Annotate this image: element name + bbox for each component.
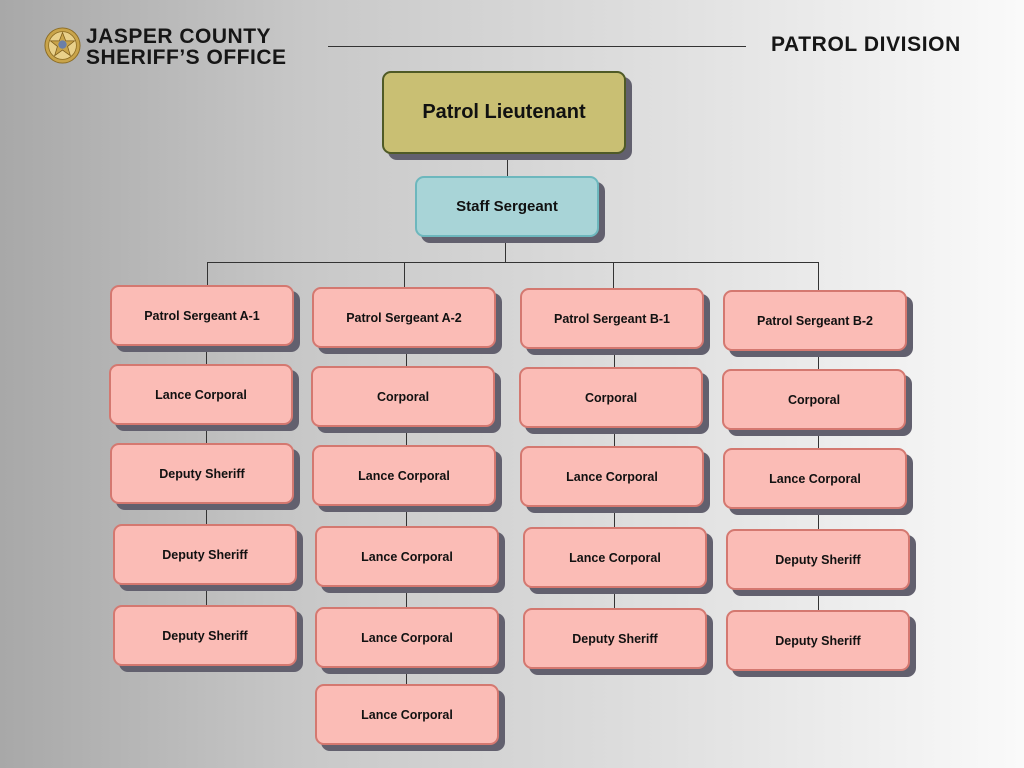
connector-bus-b1 [613,262,614,289]
node-sergeant-a2: Patrol Sergeant A-2 [312,287,496,348]
node-a2-member: Lance Corporal [312,445,496,506]
node-b2-member: Deputy Sheriff [726,529,910,590]
division-title: PATROL DIVISION [771,33,961,56]
node-b1-member: Deputy Sheriff [523,608,707,669]
node-a1-member: Deputy Sheriff [113,524,297,585]
connector-bus-a1 [207,262,208,286]
node-b2-member: Deputy Sheriff [726,610,910,671]
connector-lt-ss [507,153,508,177]
connector-bus [207,262,818,263]
node-a2-member: Corporal [311,366,495,427]
node-a2-member: Lance Corporal [315,607,499,668]
node-a2-member: Lance Corporal [315,526,499,587]
connector-ss-bus [505,236,506,262]
node-b2-member: Lance Corporal [723,448,907,509]
connector-bus-a2 [404,262,405,288]
node-a2-member: Lance Corporal [315,684,499,745]
node-b2-member: Corporal [722,369,906,430]
connector-bus-b2 [818,262,819,291]
node-a1-member: Deputy Sheriff [110,443,294,504]
sheriff-star-badge-icon [44,27,81,64]
node-staff-sergeant: Staff Sergeant [415,176,599,237]
node-a1-member: Deputy Sheriff [113,605,297,666]
node-b1-member: Lance Corporal [523,527,707,588]
node-b1-member: Corporal [519,367,703,428]
node-sergeant-b2: Patrol Sergeant B-2 [723,290,907,351]
node-b1-member: Lance Corporal [520,446,704,507]
node-a1-member: Lance Corporal [109,364,293,425]
org-title: JASPER COUNTY SHERIFF’S OFFICE [86,26,287,68]
org-title-line2: SHERIFF’S OFFICE [86,46,287,69]
org-title-line1: JASPER COUNTY [86,25,272,48]
node-sergeant-b1: Patrol Sergeant B-1 [520,288,704,349]
header-divider [328,46,746,47]
node-sergeant-a1: Patrol Sergeant A-1 [110,285,294,346]
node-patrol-lieutenant: Patrol Lieutenant [382,71,626,154]
